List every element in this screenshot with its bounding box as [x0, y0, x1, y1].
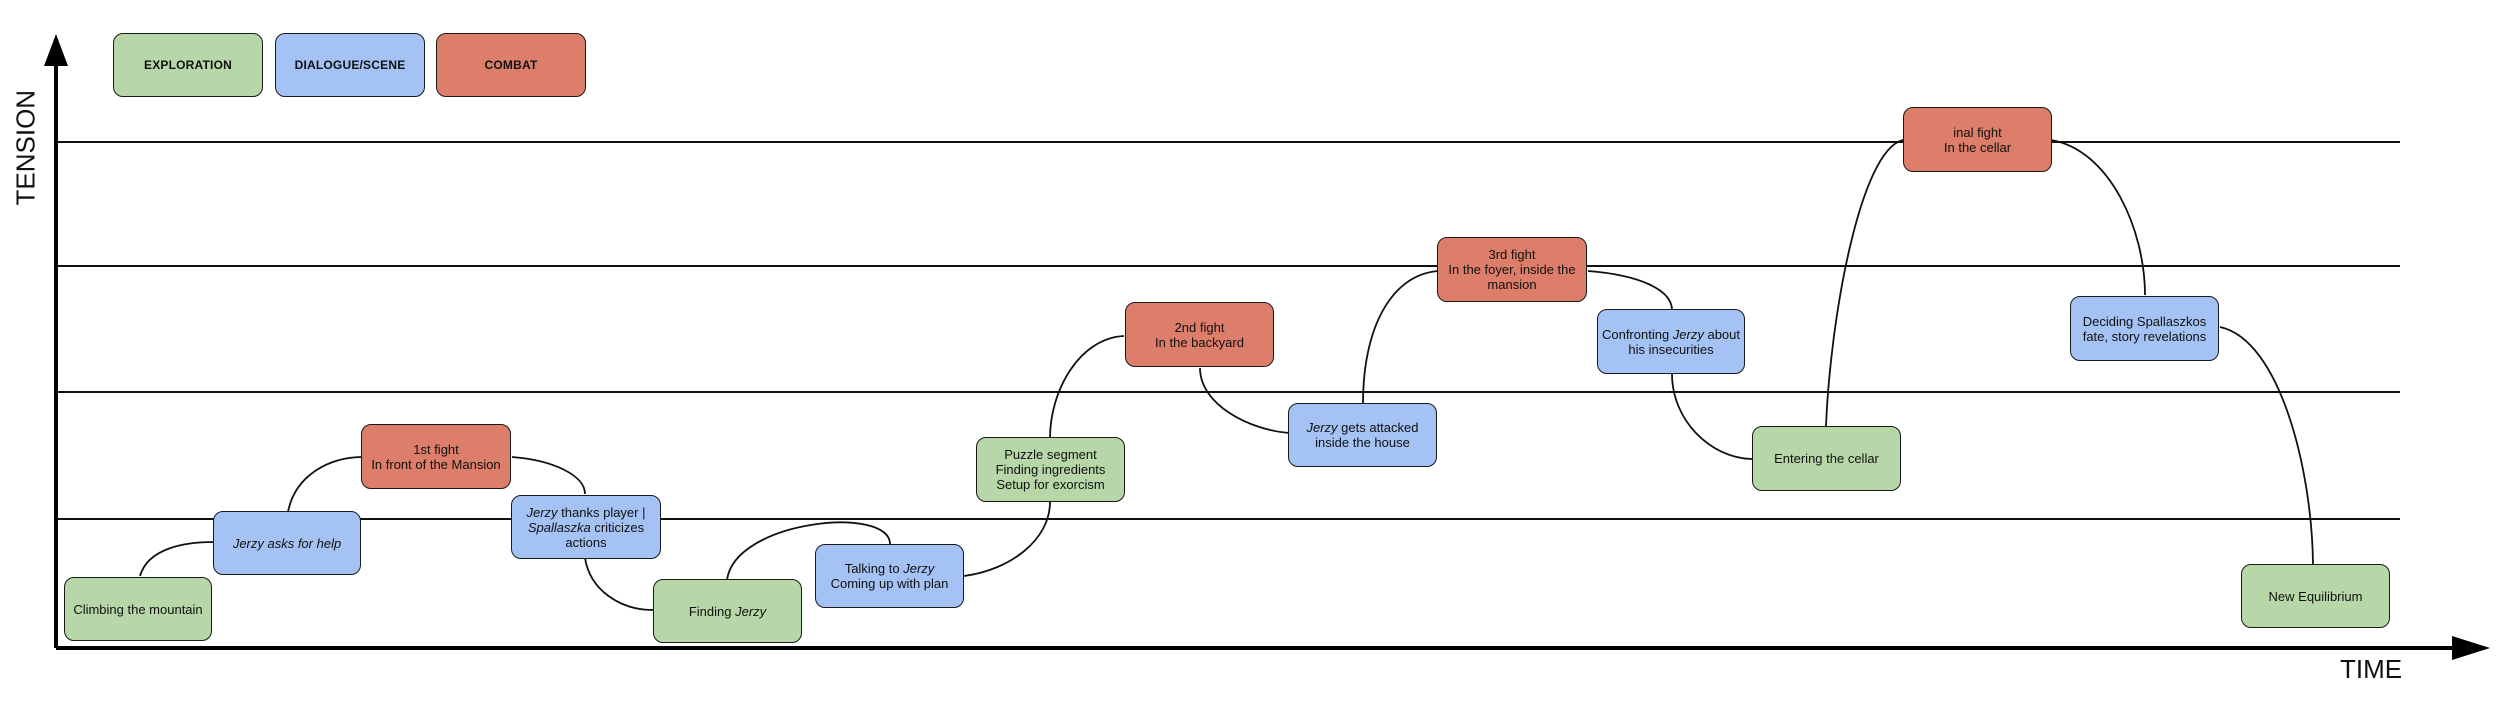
node-fight3-line: 3rd fight: [1488, 247, 1536, 262]
node-deciding-line: Deciding Spallaszkos: [2082, 313, 2207, 329]
connector-talking-to-puzzle: [963, 501, 1051, 577]
node-fight3-line: mansion: [1487, 277, 1537, 292]
node-attacked-line: Jerzy gets attacked: [1306, 420, 1419, 435]
connector-climbing-to-asks: [139, 541, 215, 577]
node-talking-line: Talking to Jerzy: [844, 561, 935, 576]
node-fight2: 2nd fight In the backyard: [1125, 302, 1274, 367]
y-axis-arrow: [44, 34, 68, 66]
node-final-fight: inal fight In the cellar: [1903, 107, 2052, 172]
node-puzzle-line: Puzzle segment: [1004, 447, 1097, 462]
connector-confronting-to-cellar: [1671, 373, 1753, 460]
node-fight2-line: 2nd fight: [1174, 319, 1225, 335]
connector-fight2-to-attacked: [1199, 367, 1290, 434]
x-axis-label: TIME: [2340, 654, 2403, 684]
node-cellar: Entering the cellar: [1752, 426, 1901, 491]
node-thanks: Jerzy thanks player | Spallaszka critici…: [511, 495, 661, 559]
y-axis-label: TENSION: [10, 89, 41, 206]
legend-exploration-label: EXPLORATION: [144, 57, 232, 72]
legend-exploration: EXPLORATION: [113, 33, 263, 97]
connector-thanks-to-finding: [584, 557, 654, 611]
connector-attacked-to-fight3: [1362, 270, 1439, 404]
node-fight1-line: In front of the Mansion: [371, 456, 501, 472]
legend-dialogue: DIALOGUE/SCENE: [275, 33, 425, 97]
node-climbing-line: Climbing the mountain: [73, 601, 203, 617]
node-asks-help-text: Jerzy asks for help: [232, 535, 342, 551]
node-fight1-line: 1st fight: [413, 441, 459, 457]
node-fight1: 1st fight In front of the Mansion: [361, 424, 511, 489]
node-climbing: Climbing the mountain: [64, 577, 212, 641]
node-attacked-line: inside the house: [1315, 435, 1410, 450]
connector-puzzle-to-fight2: [1049, 335, 1125, 439]
node-confronting-line: Confronting Jerzy about: [1601, 326, 1741, 342]
node-deciding-line: fate, story revelations: [2082, 328, 2207, 344]
connector-final-to-deciding: [2050, 139, 2146, 296]
node-fight3: 3rd fight In the foyer, inside the mansi…: [1437, 237, 1587, 302]
node-attacked: Jerzy gets attacked inside the house: [1288, 403, 1437, 467]
node-talking: Talking to Jerzy Coming up with plan: [815, 544, 964, 608]
legend-combat: COMBAT: [436, 33, 586, 97]
node-equilibrium-line: New Equilibrium: [2268, 588, 2363, 604]
node-equilibrium: New Equilibrium: [2241, 564, 2390, 628]
node-cellar-line: Entering the cellar: [1774, 451, 1879, 466]
connector-fight3-to-confronting: [1587, 270, 1673, 311]
node-final-line: inal fight: [1953, 124, 2002, 140]
node-confronting-line: his insecurities: [1628, 341, 1714, 357]
connector-finding-to-talking: [726, 521, 891, 581]
node-puzzle-line: Finding ingredients: [995, 462, 1106, 477]
connector-asks-to-fight1: [287, 456, 363, 513]
node-fight2-line: In the backyard: [1155, 334, 1244, 350]
node-confronting: Confronting Jerzy about his insecurities: [1597, 309, 1745, 374]
node-finding: Finding Jerzy: [653, 579, 802, 643]
node-deciding: Deciding Spallaszkos fate, story revelat…: [2070, 296, 2219, 361]
node-fight3-line: In the foyer, inside the: [1448, 262, 1576, 277]
node-puzzle: Puzzle segment Finding ingredients Setup…: [976, 437, 1125, 502]
node-thanks-line: actions: [565, 534, 607, 550]
node-thanks-line: Jerzy thanks player |: [526, 504, 646, 520]
connector-deciding-to-equilibrium: [2219, 326, 2314, 565]
node-final-line: In the cellar: [1943, 139, 2012, 155]
node-talking-line: Coming up with plan: [830, 576, 949, 591]
legend-combat-label: COMBAT: [484, 57, 538, 72]
connector-fight1-to-thanks: [511, 456, 586, 495]
legend-dialogue-label: DIALOGUE/SCENE: [294, 57, 406, 72]
connector-cellar-to-final: [1825, 139, 1904, 428]
x-axis-arrow: [2452, 636, 2490, 660]
node-asks-help-line: Jerzy asks for help: [233, 536, 341, 551]
node-asks-help: Jerzy asks for help: [213, 511, 361, 575]
node-thanks-line: Spallaszka criticizes: [527, 519, 645, 535]
node-puzzle-line: Setup for exorcism: [996, 477, 1105, 492]
node-finding-line: Finding Jerzy: [688, 603, 767, 619]
